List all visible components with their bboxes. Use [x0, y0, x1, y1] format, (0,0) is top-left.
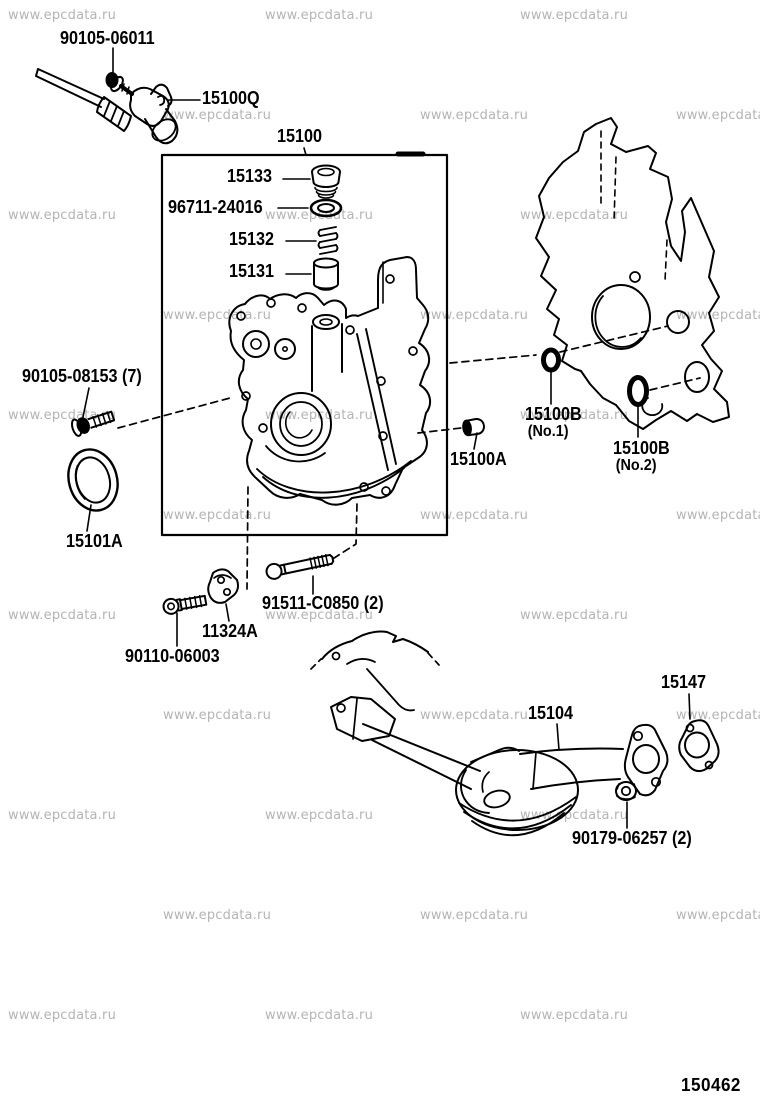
part-label-90105-08153: 90105-08153 (7) — [22, 366, 142, 386]
part-label-15100a: 15100A — [450, 449, 507, 469]
part-label-15131: 15131 — [229, 261, 275, 281]
watermark: www.epcdata.ru — [676, 908, 760, 923]
stud-bolt-91511-drawing — [265, 553, 335, 580]
part-label-15101a: 15101A — [66, 531, 123, 551]
watermark: www.epcdata.ru — [520, 608, 629, 623]
watermark: www.epcdata.ru — [676, 308, 760, 323]
part-label-96711-24016: 96711-24016 — [168, 197, 263, 217]
watermark: www.epcdata.ru — [265, 1008, 374, 1023]
watermark: www.epcdata.ru — [8, 1008, 117, 1023]
watermark: www.epcdata.ru — [520, 1008, 629, 1023]
oil-pump-body-drawing — [228, 256, 432, 506]
part-number: 15100B — [525, 404, 582, 424]
watermark: www.epcdata.ru — [520, 408, 629, 423]
part-label-15104: 15104 — [528, 703, 574, 723]
watermark: www.epcdata.ru — [163, 508, 272, 523]
plug-15100a-drawing — [462, 418, 485, 437]
watermark: www.epcdata.ru — [420, 908, 529, 923]
part-label-15100: 15100 — [277, 126, 323, 146]
bolt-90110-06003-drawing — [162, 594, 208, 615]
watermark: www.epcdata.ru — [163, 108, 272, 123]
part-number-note: (No.1) — [527, 423, 569, 440]
bolt-90105-06011-drawing — [105, 72, 134, 96]
part-label-91511-c0850: 91511-C0850 (2) — [262, 593, 384, 613]
bolt-90105-08153-drawing — [70, 410, 116, 437]
oring-15100b-no2-drawing — [627, 375, 649, 407]
assembly-dashed-lines — [117, 325, 701, 590]
watermark: www.epcdata.ru — [8, 608, 117, 623]
oil-seal-15101a-drawing — [67, 448, 119, 512]
watermark: www.epcdata.ru — [676, 708, 760, 723]
watermark: www.epcdata.ru — [265, 808, 374, 823]
watermark: www.epcdata.ru — [420, 108, 529, 123]
relief-valve-piston-15131-drawing — [313, 257, 339, 291]
relief-valve-gasket-96711-drawing — [309, 198, 343, 218]
nut-90179-06257-drawing — [615, 781, 637, 801]
part-label-15147: 15147 — [661, 672, 707, 692]
watermark: www.epcdata.ru — [8, 808, 117, 823]
part-number-note: (No.2) — [615, 457, 657, 474]
part-label-90110-06003: 90110-06003 — [125, 646, 220, 666]
part-label-11324a: 11324A — [202, 621, 258, 641]
watermark: www.epcdata.ru — [8, 8, 117, 23]
gasket-15147-drawing — [678, 719, 720, 773]
watermark: www.epcdata.ru — [265, 408, 374, 423]
pump-assembly-box — [160, 151, 449, 537]
relief-valve-spring-15132-drawing — [317, 226, 339, 255]
relief-valve-plug-15133-drawing — [311, 164, 341, 199]
timing-cover-drawing — [535, 117, 730, 430]
part-label-15100b-no1: 15100B(No.1) — [525, 404, 582, 440]
part-label-15132: 15132 — [229, 229, 275, 249]
oring-15100b-no1-drawing — [541, 347, 561, 373]
watermark: www.epcdata.ru — [8, 208, 117, 223]
bracket-11324a-drawing — [207, 568, 239, 604]
part-label-15100q: 15100Q — [202, 88, 260, 108]
part-label-15100b-no2: 15100B(No.2) — [613, 438, 670, 474]
watermark: www.epcdata.ru — [676, 108, 760, 123]
part-label-90179-06257: 90179-06257 (2) — [572, 828, 692, 848]
watermark: www.epcdata.ru — [163, 708, 272, 723]
figure-code: 150462 — [681, 1075, 741, 1095]
part-label-90105-06011: 90105-06011 — [60, 28, 155, 48]
watermark: www.epcdata.ru — [420, 708, 529, 723]
watermark: www.epcdata.ru — [163, 908, 272, 923]
leader-lines — [82, 47, 691, 829]
watermark: www.epcdata.ru — [265, 608, 374, 623]
watermark: www.epcdata.ru — [265, 8, 374, 23]
part-number: 15100B — [613, 438, 670, 458]
oil-strainer-15104-drawing — [310, 630, 669, 837]
watermark: www.epcdata.ru — [520, 8, 629, 23]
watermark: www.epcdata.ru — [520, 208, 629, 223]
watermark: www.epcdata.ru — [676, 508, 760, 523]
sensor-15100q-drawing — [35, 68, 179, 145]
part-label-15133: 15133 — [227, 166, 273, 186]
